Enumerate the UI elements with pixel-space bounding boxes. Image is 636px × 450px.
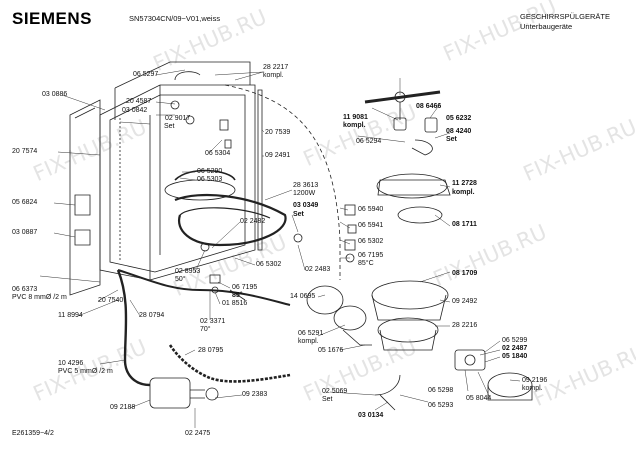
part-label: 03 0886 [42,91,68,98]
part-label: 11 8994 [58,312,83,319]
part-label: Set [446,136,457,143]
part-label: 02 2475 [185,430,211,437]
part-label: 06 5290 [197,168,223,175]
part-label: 09 2188 [110,404,136,411]
category-subtitle: Unterbaugeräte [520,22,573,31]
part-label: 06 5291 [298,330,324,337]
part-label: 20 7574 [12,148,38,155]
part-label: 09 2383 [242,391,268,398]
part-label: Set [293,211,304,218]
part-label: 06 5294 [356,138,382,145]
part-label: kompl. [298,338,319,345]
part-label: 11 9081 [343,114,368,121]
part-label: 08 6466 [416,103,442,110]
part-label: 20 7540 [98,297,124,304]
part-label: 1200W [293,190,316,197]
part-label: kompl. [522,385,543,392]
part-label: 09 2196 [522,377,548,384]
category-title: GESCHIRRSPÜLGERÄTE [520,12,611,21]
part-label: 10 4296 [58,360,84,367]
part-label: 02 8953 [175,268,201,275]
part-label: 08 4240 [446,128,472,135]
part-label: 14 0695 [290,293,316,300]
part-label: 06 5297 [133,71,159,78]
part-label: 09 2492 [452,298,478,305]
part-label: 11 2728 [452,180,477,187]
part-label: 08 1709 [452,270,478,277]
part-label: 85°C [358,260,374,267]
part-label: kompl. [263,72,284,79]
part-label: 06 5299 [502,337,528,344]
part-label: 03 0349 [293,202,319,209]
part-label: 28 2217 [263,64,289,71]
part-label: Set [164,123,175,130]
part-label: 05 1676 [318,347,344,354]
part-label: 02 9017 [165,115,191,122]
part-label: 20 7539 [265,129,291,136]
part-label: 05 6232 [446,115,472,122]
part-label: 28 0794 [139,312,165,319]
part-label: 09 2491 [265,152,291,159]
part-label: 05 8044 [466,395,492,402]
part-label: 06 5293 [428,402,454,409]
part-label: 06 6373 [12,286,38,293]
part-label: 08 1711 [452,221,477,228]
part-label: 20 4587 [126,98,152,105]
part-label: 06 5941 [358,222,384,229]
part-label: 05 6824 [12,199,38,206]
part-label: 02 2482 [240,218,266,225]
part-label: 02 2483 [305,266,331,273]
part-label: 06 5304 [205,150,231,157]
part-label: PVC 5 mmØ /2 m [58,368,113,375]
part-label: 03 0134 [358,412,384,419]
part-label: 03 0887 [12,229,38,236]
part-label: 06 5302 [256,261,282,268]
part-label: PVC 8 mmØ /2 m [12,294,67,301]
model-number: SN57304CN/09−V01,weiss [129,14,221,23]
part-label: kompl. [452,189,475,196]
part-label: 28 2216 [452,322,478,329]
part-label: 05 1840 [502,353,528,360]
part-label: 70° [200,326,211,333]
part-label: 02 5069 [322,388,348,395]
part-label: 03 0842 [122,107,148,114]
part-label: 02 2487 [502,345,528,352]
part-label: 06 7195 [358,252,384,259]
part-label: 06 5940 [358,206,384,213]
part-label: 06 5302 [358,238,384,245]
part-label: 06 5303 [197,176,223,183]
document-number: E261359−4/2 [12,430,54,437]
part-label: Set [322,396,333,403]
part-label: kompl. [343,122,366,129]
part-label: 02 3371 [200,318,226,325]
brand-logo-text: SIEMENS [12,9,93,28]
part-label: 28 0795 [198,347,224,354]
part-label: 85° [232,292,243,299]
part-label: 06 5298 [428,387,454,394]
part-label: 28 3613 [293,182,319,189]
part-label: 50° [175,276,186,283]
part-label: 01 8516 [222,300,248,307]
part-label: 06 7195 [232,284,258,291]
